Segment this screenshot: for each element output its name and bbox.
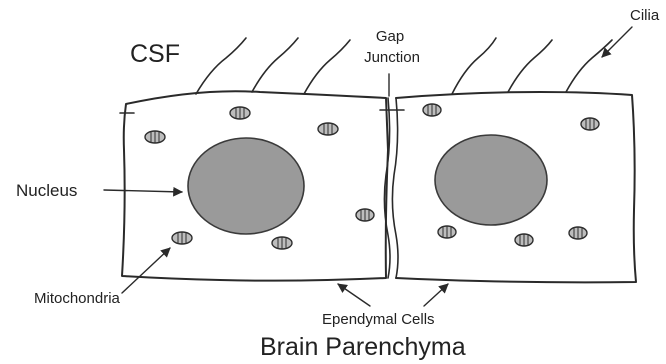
cilium [508,40,552,92]
mitochondrion [230,107,250,119]
brain-parenchyma-label: Brain Parenchyma [260,333,466,361]
mitochondrion [438,226,456,238]
cilia-label: Cilia [630,7,660,24]
cilium [304,40,350,94]
mitochondrion [569,227,587,239]
mitochondria-label: Mitochondria [34,290,121,307]
cilium [196,38,246,94]
mitochondrion [272,237,292,249]
nucleus-arrow [104,190,182,192]
mitochondria-arrow [122,248,170,293]
right-nucleus [435,135,547,225]
ependymal-cells-arrow-left [338,284,370,306]
right-ependymal-cell [396,38,636,282]
cilium [566,40,612,92]
mitochondrion [356,209,374,221]
mitochondrion [581,118,599,130]
mitochondrion [515,234,533,246]
nucleus-label: Nucleus [16,181,77,200]
leader-lines [104,27,632,306]
ependymal-cells-arrow-right [424,284,448,306]
mitochondrion [145,131,165,143]
cilium [452,38,496,94]
left-nucleus [188,138,304,234]
csf-label: CSF [130,40,180,68]
cilia-arrow [602,27,632,57]
ependymal-cells-label: Ependymal Cells [322,311,435,328]
mitochondrion [423,104,441,116]
gap-junction-label-line1: Gap [376,28,404,45]
cilium [252,38,298,92]
mitochondrion [318,123,338,135]
gap-junction-label-line2: Junction [364,49,420,66]
mitochondrion [172,232,192,244]
gap-junction [380,98,404,278]
left-ependymal-cell [120,38,388,281]
